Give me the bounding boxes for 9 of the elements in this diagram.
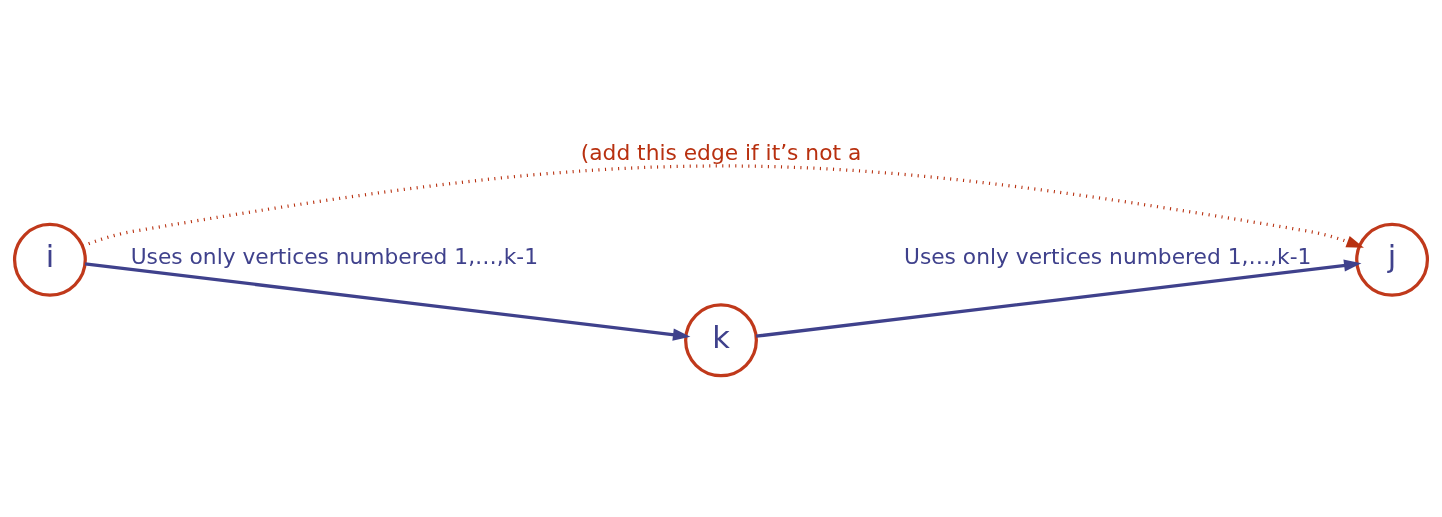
node-circle: j [1355, 222, 1430, 297]
edge-label: (add this edge if it’s not a [580, 139, 862, 165]
arrow [755, 258, 1362, 338]
node-circle: i [12, 222, 87, 297]
arrow [84, 261, 691, 341]
edge-label: Uses only vertices numbered 1,…,k-1 [903, 243, 1312, 269]
node-circle: k [684, 302, 758, 377]
arrow [82, 163, 1364, 248]
edge-label: Uses only vertices numbered 1,…,k-1 [130, 243, 539, 269]
